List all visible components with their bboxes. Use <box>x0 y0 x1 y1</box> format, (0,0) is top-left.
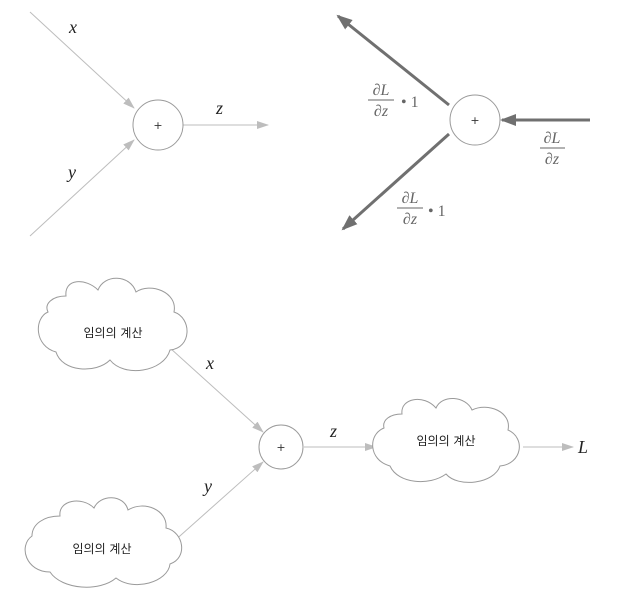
edge-y-to-add <box>29 139 135 237</box>
edge-x-to-add <box>29 11 135 109</box>
grad-factor: • 1 <box>401 94 419 111</box>
cloud-computation-3: 임의의 계산 <box>372 398 520 483</box>
grad-edge-to-x <box>336 14 450 107</box>
embedded-add-graph: 임의의 계산 임의의 계산 임의의 계산 + x y z L <box>24 277 588 588</box>
add-node-backward <box>449 94 501 146</box>
forward-add-graph: + x y z <box>29 11 269 237</box>
grad-label-upstream: ∂L ∂z <box>540 130 565 168</box>
grad-label-to-x: ∂L ∂z • 1 <box>368 82 419 120</box>
label-z: z <box>215 98 223 118</box>
label-L: L <box>577 437 588 457</box>
add-operator: + <box>153 119 162 132</box>
cloud-label: 임의의 계산 <box>83 326 142 340</box>
add-node <box>132 99 184 151</box>
label-z: z <box>329 421 337 441</box>
add-operator-backward: + <box>470 114 479 127</box>
cloud-label: 임의의 계산 <box>72 542 131 556</box>
add-operator-embedded: + <box>276 441 285 454</box>
grad-numerator: ∂L <box>544 130 561 147</box>
grad-numerator: ∂L <box>402 190 419 207</box>
label-x: x <box>205 353 214 373</box>
label-y: y <box>202 476 212 496</box>
edge-cloud1-to-add <box>169 347 264 433</box>
grad-denominator: ∂z <box>403 211 418 228</box>
edge-cloud2-to-add <box>171 461 264 544</box>
grad-denominator: ∂z <box>374 103 389 120</box>
grad-label-to-y: ∂L ∂z • 1 <box>397 190 446 228</box>
label-x: x <box>68 17 77 37</box>
grad-denominator: ∂z <box>545 151 560 168</box>
cloud-label: 임의의 계산 <box>416 434 475 448</box>
label-y: y <box>66 162 76 182</box>
grad-numerator: ∂L <box>373 82 390 99</box>
grad-factor: • 1 <box>428 203 446 220</box>
add-node-embedded <box>258 424 304 470</box>
cloud-computation-2: 임의의 계산 <box>24 497 182 588</box>
grad-edge-to-y <box>341 132 451 231</box>
cloud-computation-1: 임의의 계산 <box>37 277 188 372</box>
backward-add-graph: + ∂L ∂z ∂L ∂z • 1 ∂L ∂z • 1 <box>336 14 590 231</box>
